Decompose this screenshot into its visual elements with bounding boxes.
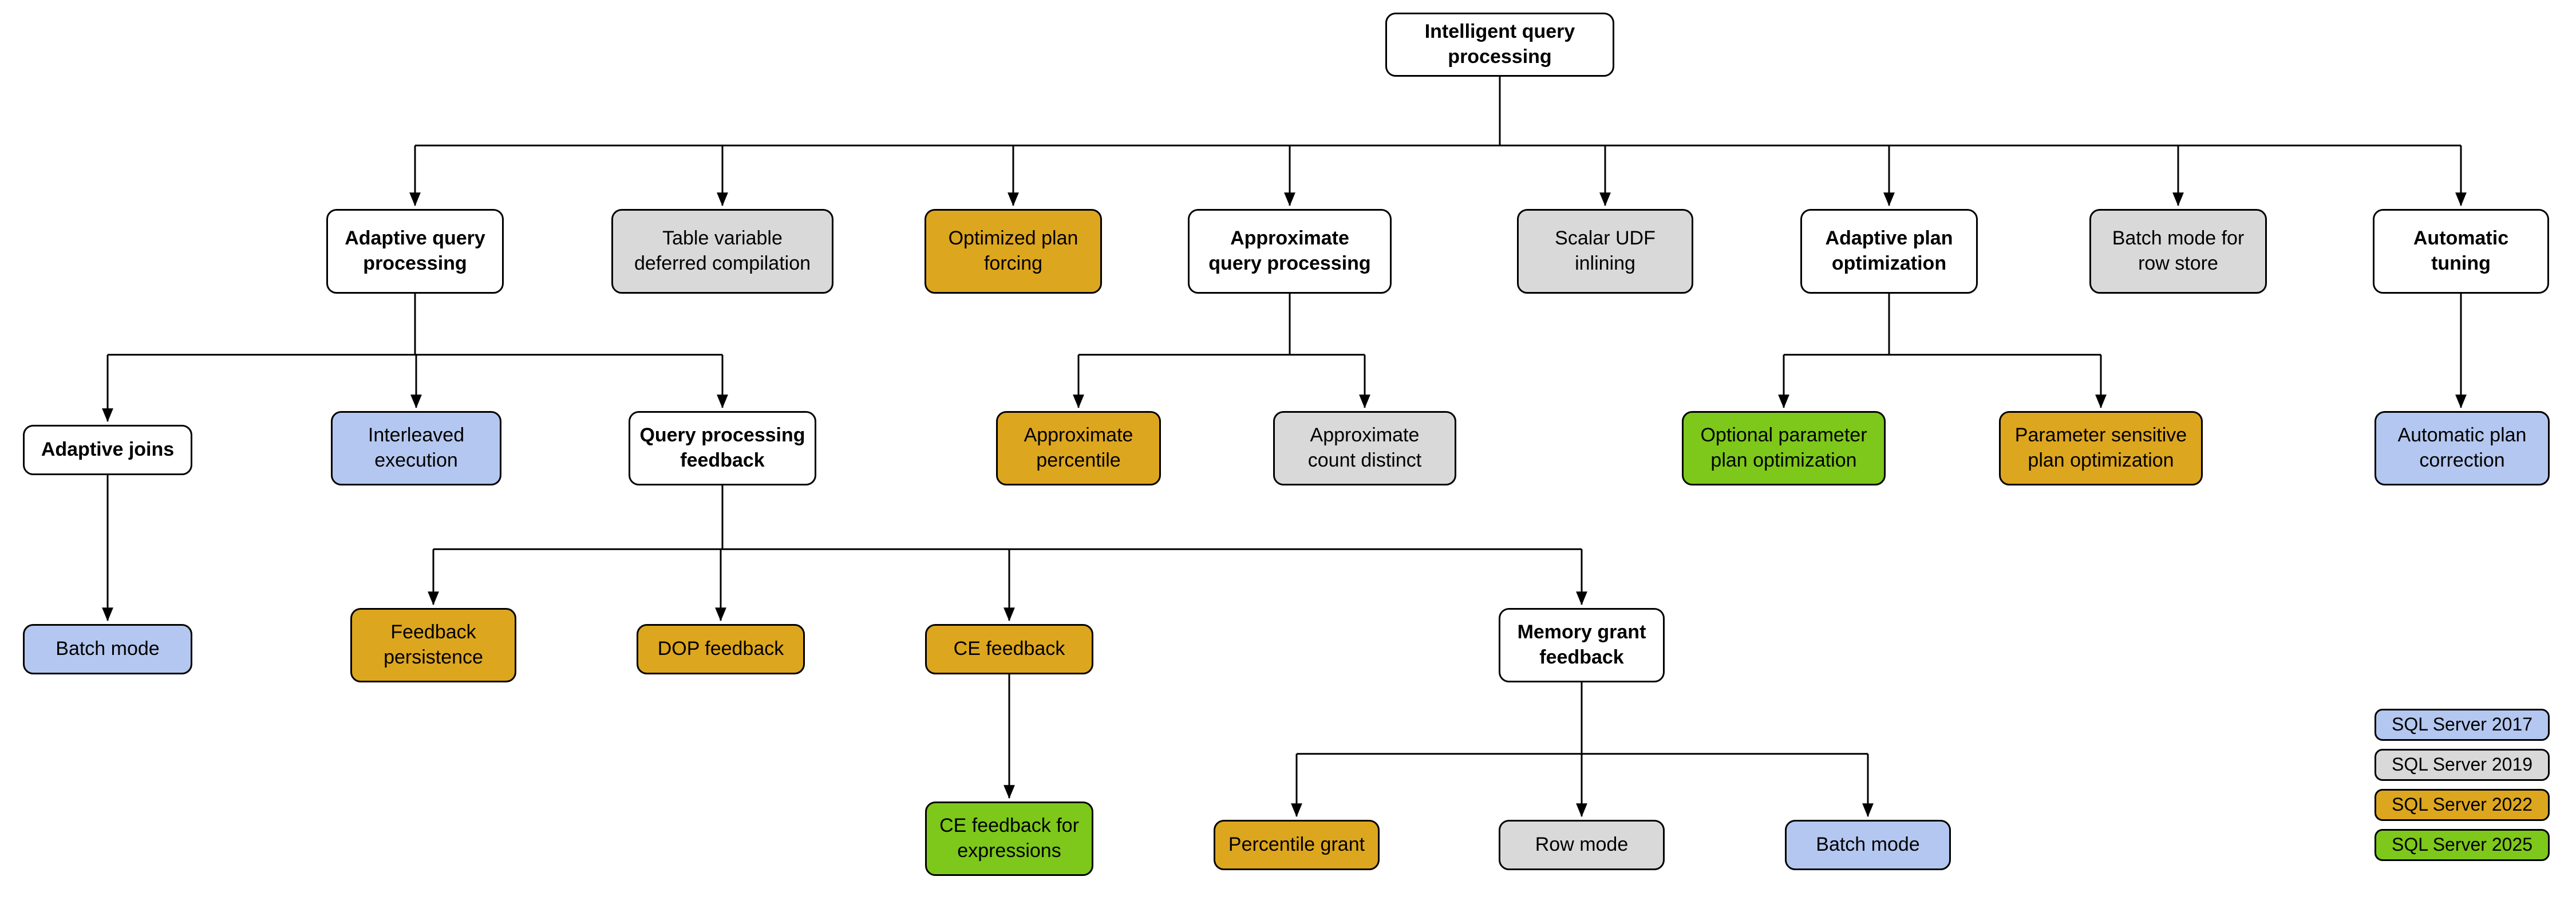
node-apo[interactable]: Adaptive plan optimization	[1800, 209, 1978, 294]
node-qpf[interactable]: Query processing feedback	[629, 411, 816, 485]
node-opf[interactable]: Optimized plan forcing	[924, 209, 1102, 294]
node-approxqp[interactable]: Approximate query processing	[1188, 209, 1392, 294]
legend-item-sql-server-2022: SQL Server 2022	[2374, 789, 2550, 821]
legend-item-sql-server-2019: SQL Server 2019	[2374, 749, 2550, 781]
node-batchmode2[interactable]: Batch mode	[1785, 820, 1951, 870]
node-rowmode[interactable]: Row mode	[1499, 820, 1665, 870]
node-fbpersist[interactable]: Feedback persistence	[350, 608, 516, 682]
node-adaptivejoins[interactable]: Adaptive joins	[23, 425, 192, 475]
node-apc[interactable]: Automatic plan correction	[2374, 411, 2550, 485]
node-cefb[interactable]: CE feedback	[925, 624, 1093, 674]
node-oppo[interactable]: Optional parameter plan optimization	[1682, 411, 1886, 485]
legend-item-sql-server-2025: SQL Server 2025	[2374, 829, 2550, 861]
node-root[interactable]: Intelligent query processing	[1385, 13, 1614, 77]
node-dopfb[interactable]: DOP feedback	[637, 624, 805, 674]
legend-item-sql-server-2017: SQL Server 2017	[2374, 709, 2550, 741]
node-tvdc[interactable]: Table variable deferred compilation	[611, 209, 833, 294]
node-autotune[interactable]: Automatic tuning	[2373, 209, 2549, 294]
node-aqp[interactable]: Adaptive query processing	[326, 209, 504, 294]
node-cefbexpr[interactable]: CE feedback for expressions	[925, 802, 1093, 876]
node-interleaved[interactable]: Interleaved execution	[331, 411, 501, 485]
node-mgf[interactable]: Memory grant feedback	[1499, 608, 1665, 682]
node-pctgrant[interactable]: Percentile grant	[1214, 820, 1380, 870]
node-batchmode1[interactable]: Batch mode	[23, 624, 192, 674]
node-udf[interactable]: Scalar UDF inlining	[1517, 209, 1693, 294]
node-bmrs[interactable]: Batch mode for row store	[2089, 209, 2267, 294]
node-pspo[interactable]: Parameter sensitive plan optimization	[1999, 411, 2203, 485]
node-approxpct[interactable]: Approximate percentile	[996, 411, 1161, 485]
node-approxcd[interactable]: Approximate count distinct	[1273, 411, 1456, 485]
